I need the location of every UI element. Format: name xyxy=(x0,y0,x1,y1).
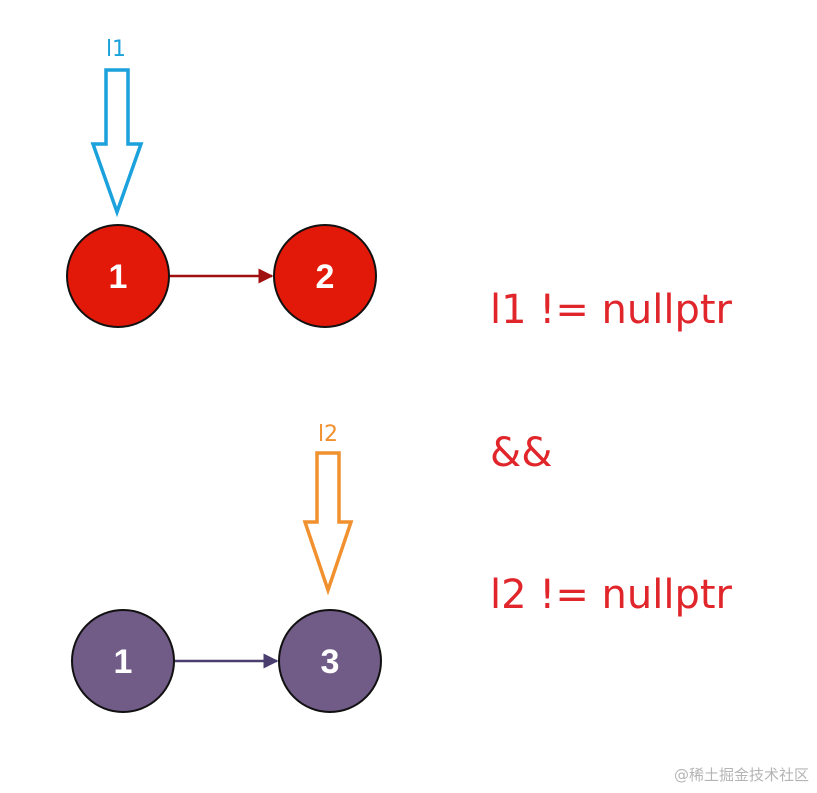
condition-l1-not-null: l1 != nullptr xyxy=(490,287,732,333)
l1-pointer-arrow-icon xyxy=(90,68,144,218)
list1-node-2: 2 xyxy=(273,224,377,328)
list1-node-1: 1 xyxy=(66,224,170,328)
list1-node-1-value: 1 xyxy=(109,258,128,296)
list1-node-2-value: 2 xyxy=(316,258,335,296)
condition-l2-not-null: l2 != nullptr xyxy=(490,572,732,618)
l1-pointer-label: l1 xyxy=(106,37,126,62)
l2-pointer-arrow-icon xyxy=(302,451,354,596)
watermark: @稀土掘金技术社区 xyxy=(673,766,809,784)
list2-node-3: 3 xyxy=(278,609,382,713)
list2-node-1: 1 xyxy=(71,609,175,713)
list2-node-1-value: 1 xyxy=(114,643,133,681)
list2-node-3-value: 3 xyxy=(321,643,340,681)
l2-pointer-label: l2 xyxy=(318,422,338,447)
condition-and-operator: && xyxy=(490,430,553,476)
